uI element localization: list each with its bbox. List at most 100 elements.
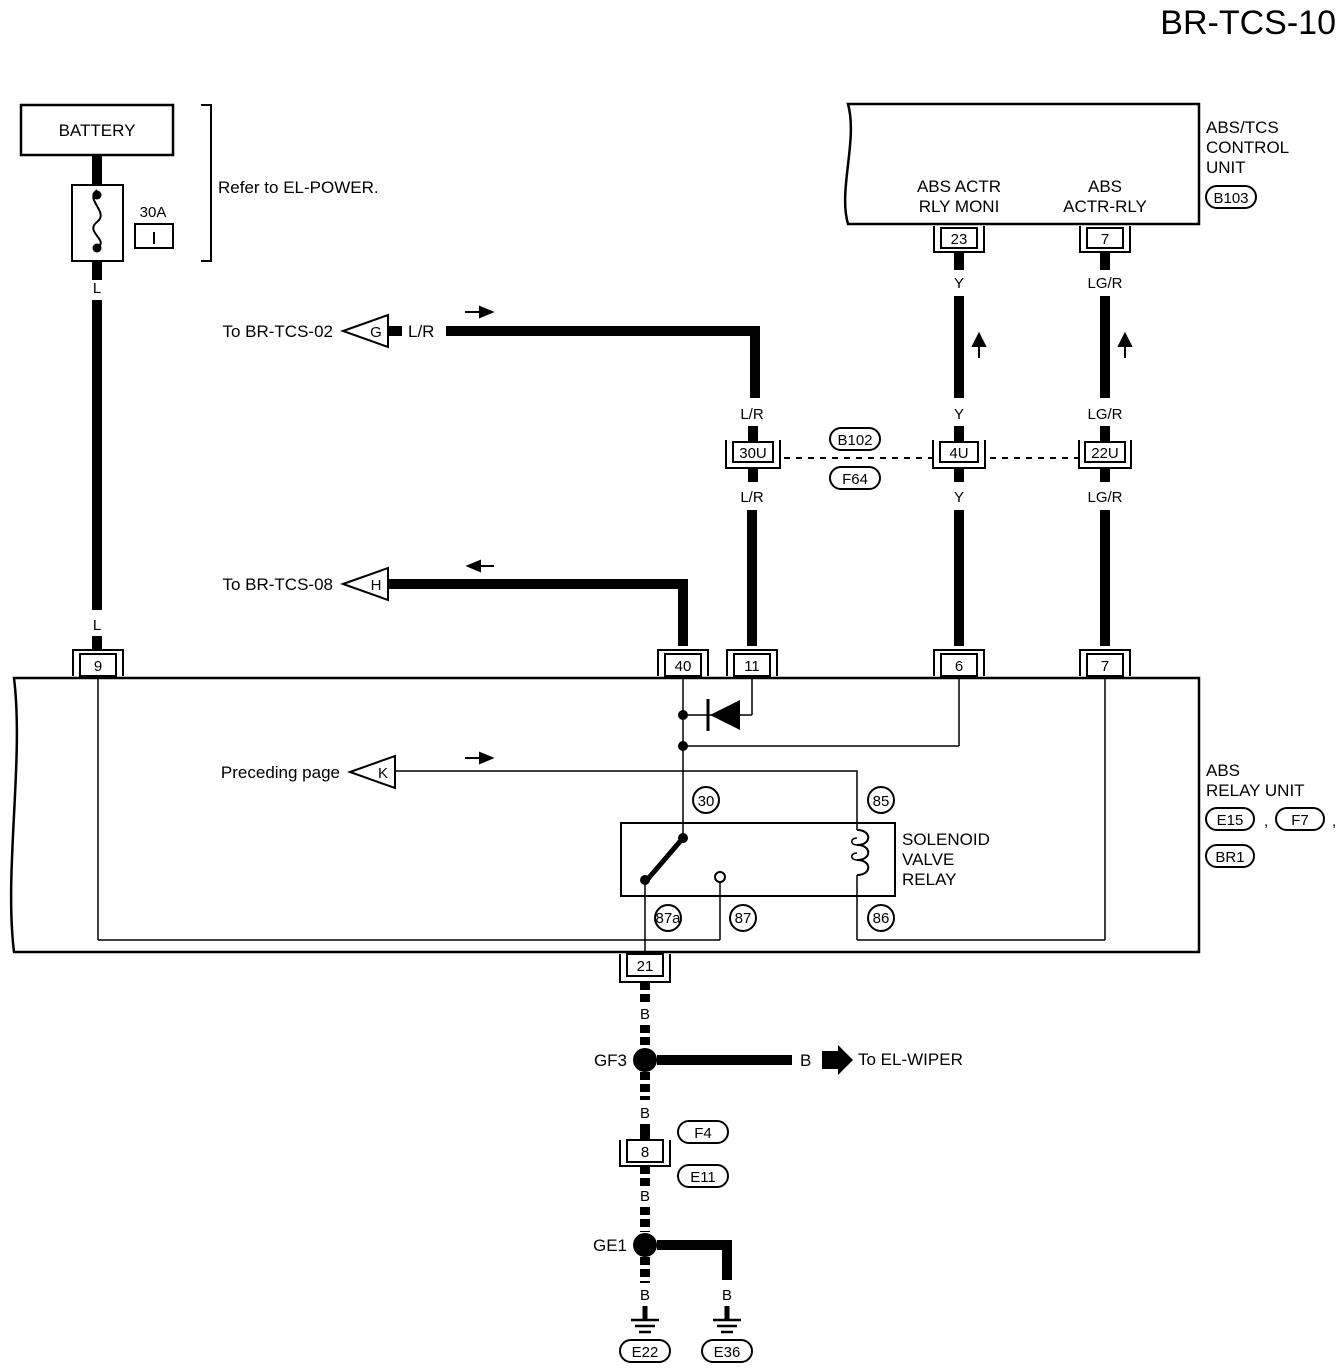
reference-bracket bbox=[201, 104, 212, 262]
offpage-k-triangle bbox=[347, 754, 396, 790]
terminal-11: 11 bbox=[726, 649, 778, 677]
wire-label-lr-2: L/R bbox=[740, 489, 764, 506]
svg-text:9: 9 bbox=[94, 658, 102, 675]
fuse-rating: 30A bbox=[140, 204, 167, 221]
wire-label-battery-bottom: L bbox=[93, 617, 101, 634]
relay-pin-85 bbox=[867, 786, 895, 814]
splice-ge1 bbox=[633, 1233, 657, 1257]
wire-label-g: L/R bbox=[408, 322, 434, 341]
terminal-6: 6 bbox=[933, 649, 985, 677]
pin-22u: 22U bbox=[1091, 445, 1119, 462]
ground-badge-e36 bbox=[701, 1339, 753, 1363]
solenoid-label-3: RELAY bbox=[902, 870, 957, 889]
terminal-label-7-line1: ABS bbox=[1088, 177, 1122, 196]
svg-text:7: 7 bbox=[1101, 658, 1109, 675]
solenoid-valve-relay-box bbox=[620, 822, 896, 897]
relay-unit-name-2: RELAY UNIT bbox=[1206, 781, 1305, 800]
connector-badge-f64 bbox=[829, 466, 881, 490]
relay-coil-icon bbox=[856, 829, 870, 876]
relay-pin-30-label: 30 bbox=[698, 793, 715, 810]
terminal-label-23-line2: RLY MONI bbox=[919, 197, 1000, 216]
connector-badge-f7 bbox=[1275, 807, 1325, 831]
terminal-label-7-line2: ACTR-RLY bbox=[1063, 197, 1147, 216]
ground-icon bbox=[631, 1306, 659, 1334]
wire-label-y-2: Y bbox=[954, 406, 964, 423]
relay-unit-name-1: ABS bbox=[1206, 761, 1240, 780]
offpage-h-text: To BR-TCS-08 bbox=[222, 575, 333, 594]
connector-badge-b103-label: B103 bbox=[1213, 190, 1248, 207]
wire-label-y-1: Y bbox=[954, 275, 964, 292]
splice-gf3-label: GF3 bbox=[594, 1051, 627, 1070]
wire-label-lgr-2: LG/R bbox=[1087, 406, 1122, 423]
connector-badge-f64-label: F64 bbox=[842, 471, 868, 488]
connector-badge-f4 bbox=[677, 1120, 729, 1144]
offpage-g-letter: G bbox=[370, 324, 382, 341]
svg-text:11: 11 bbox=[744, 658, 760, 675]
battery-section: BATTERY 30A Refer to EL-POWER. L L bbox=[19, 103, 379, 650]
diode-icon bbox=[710, 700, 740, 730]
arrow-right-icon bbox=[465, 305, 495, 319]
power-reference: Refer to EL-POWER. bbox=[218, 178, 379, 197]
wire-label-battery-top: L bbox=[93, 280, 101, 297]
relay-pin-87 bbox=[729, 904, 757, 932]
terminal-9: 9 bbox=[72, 649, 124, 677]
offpage-k-text: Preceding page bbox=[221, 763, 340, 782]
pin-7-control-unit: 7 bbox=[1101, 231, 1109, 248]
pin-4u: 4U bbox=[949, 445, 968, 462]
relay-pin-86-label: 86 bbox=[873, 910, 890, 927]
solenoid-label-1: SOLENOID bbox=[902, 830, 990, 849]
wire-label-y-3: Y bbox=[954, 489, 964, 506]
solenoid-label-2: VALVE bbox=[902, 850, 954, 869]
abs-relay-unit: ABS RELAY UNIT E15 , F7 , BR1 9 40 11 6 bbox=[9, 649, 1336, 983]
pin-8: 8 bbox=[641, 1144, 649, 1161]
connector-badge-e15-label: E15 bbox=[1217, 812, 1244, 829]
connector-badge-br1-label: BR1 bbox=[1215, 849, 1244, 866]
relay-pin-87a bbox=[654, 904, 682, 932]
svg-text:6: 6 bbox=[955, 658, 963, 675]
terminal-label-23-line1: ABS ACTR bbox=[917, 177, 1001, 196]
separator-comma: , bbox=[1332, 813, 1336, 830]
control-unit-name-2: CONTROL bbox=[1206, 138, 1289, 157]
ground-badge-e36-label: E36 bbox=[714, 1344, 741, 1361]
wire-label-lgr-1: LG/R bbox=[1087, 275, 1122, 292]
wire-label-b-1: B bbox=[640, 1006, 650, 1023]
battery-label: BATTERY bbox=[59, 121, 136, 140]
wire-label-b-5: B bbox=[722, 1287, 732, 1304]
ground-circuit: B GF3 B To EL-WIPER B 8 F4 E11 B GE1 B B bbox=[593, 982, 963, 1363]
connector-badge-b103 bbox=[1205, 185, 1257, 209]
connector-badge-e11 bbox=[677, 1164, 729, 1188]
ground-badge-e22 bbox=[619, 1339, 671, 1363]
arrow-left-icon bbox=[465, 559, 494, 573]
connector-badge-b102 bbox=[829, 427, 881, 451]
fuse-icon bbox=[92, 189, 102, 249]
arrow-up-icon bbox=[971, 331, 987, 358]
pin-30u: 30U bbox=[739, 445, 767, 462]
connector-badge-f7-label: F7 bbox=[1291, 812, 1309, 829]
wire-lgr: LG/R LG/R LG/R bbox=[1087, 252, 1133, 646]
arrow-up-icon bbox=[1117, 331, 1133, 358]
wire-y: Y Y Y bbox=[954, 252, 987, 646]
ground-badge-e22-label: E22 bbox=[632, 1344, 659, 1361]
terminal-7: 7 bbox=[1079, 649, 1131, 677]
wire-label-b-branch: B bbox=[800, 1051, 811, 1070]
terminal-21: 21 bbox=[619, 953, 671, 983]
offpage-h: To BR-TCS-08 H bbox=[222, 559, 688, 646]
splice-ge1-label: GE1 bbox=[593, 1236, 627, 1255]
control-unit-name-3: UNIT bbox=[1206, 158, 1246, 177]
arrow-right-icon bbox=[822, 1045, 853, 1075]
svg-text:40: 40 bbox=[675, 658, 692, 675]
relay-switch-icon bbox=[645, 836, 685, 882]
joint-connector: 30U 4U 22U B102 F64 bbox=[725, 426, 1132, 490]
page-title: BR-TCS-10 bbox=[1160, 4, 1336, 42]
control-unit-name-1: ABS/TCS bbox=[1206, 118, 1279, 137]
wire-label-lgr-3: LG/R bbox=[1087, 489, 1122, 506]
gf3-branch-destination: To EL-WIPER bbox=[858, 1050, 963, 1069]
ground-icon bbox=[713, 1306, 741, 1334]
separator-comma: , bbox=[1264, 813, 1268, 830]
relay-pin-87a-label: 87a bbox=[655, 910, 681, 927]
svg-text:21: 21 bbox=[637, 958, 654, 975]
offpage-g-text: To BR-TCS-02 bbox=[222, 322, 333, 341]
splice-gf3 bbox=[633, 1048, 657, 1072]
arrow-right-icon bbox=[465, 751, 495, 765]
